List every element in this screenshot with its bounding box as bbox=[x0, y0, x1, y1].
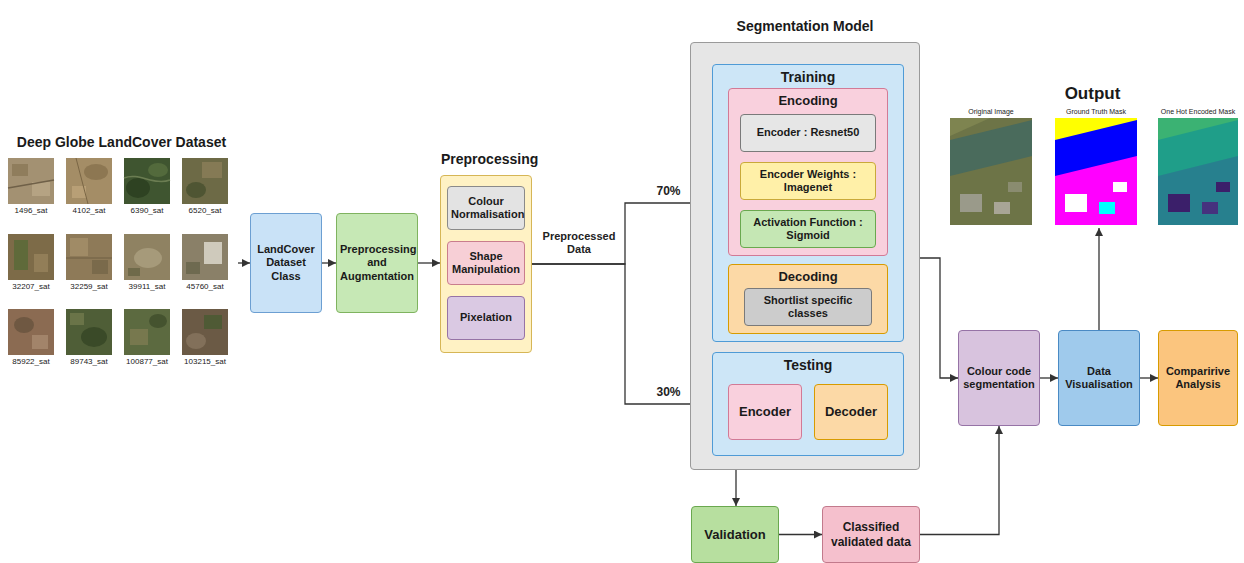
sub-panel: DecodingShortlist specific classes bbox=[728, 264, 888, 334]
connector bbox=[1140, 377, 1158, 378]
setting-box: Encoder Weights : Imagenet bbox=[740, 162, 876, 200]
connector bbox=[322, 262, 336, 263]
connector bbox=[532, 264, 712, 404]
box-text: Validation bbox=[692, 527, 778, 543]
connector bbox=[735, 470, 736, 506]
box-text: Colour Normalisation bbox=[448, 195, 524, 221]
box-text: Encoder : Resnet50 bbox=[741, 126, 875, 139]
flow-note: Preprocessed Data bbox=[538, 230, 620, 256]
connector bbox=[1040, 377, 1058, 378]
step-box: Colour Normalisation bbox=[447, 186, 525, 230]
thumbnail-caption: 39911_sat bbox=[129, 282, 166, 292]
dataset-group: Deep Globe LandCover Dataset bbox=[5, 132, 238, 372]
edge-label: 30% bbox=[654, 385, 682, 399]
panel-title: Segmentation Model bbox=[691, 18, 919, 35]
connector bbox=[920, 258, 958, 378]
process-box: Encoder bbox=[728, 384, 802, 440]
image-caption: Ground Truth Mask bbox=[1066, 108, 1126, 116]
connector bbox=[920, 426, 999, 535]
process-box: Validation bbox=[691, 506, 779, 563]
box-text: Preprocessing and Augmentation bbox=[337, 243, 417, 283]
setting-box: Activation Function : Sigmoid bbox=[740, 210, 876, 248]
connector bbox=[238, 262, 250, 263]
box-text: Data Visualisation bbox=[1059, 365, 1139, 391]
box-text: Shape Manipulation bbox=[448, 250, 524, 276]
process-box: Decoder bbox=[814, 384, 888, 440]
thumbnail-caption: 4102_sat bbox=[73, 206, 106, 216]
setting-box: Shortlist specific classes bbox=[744, 288, 872, 326]
box-text: Activation Function : Sigmoid bbox=[741, 216, 875, 242]
phase-panel: TestingEncoder Decoder bbox=[712, 352, 904, 456]
box-text: Classified validated data bbox=[823, 520, 919, 549]
thumbnail-caption: 1496_sat bbox=[15, 206, 48, 216]
thumbnail-caption: 32207_sat bbox=[12, 282, 49, 292]
process-box: Classified validated data bbox=[822, 506, 920, 563]
box-text: Colour code segmentation bbox=[959, 365, 1039, 391]
panel-title: Training bbox=[713, 65, 903, 86]
box-text: Encoder bbox=[729, 404, 801, 420]
box-text: LandCover Dataset Class bbox=[251, 243, 321, 283]
model-panel: Segmentation ModelTrainingEncodingEncode… bbox=[690, 42, 920, 470]
step-box: Pixelation bbox=[447, 296, 525, 340]
group-title: Output bbox=[945, 82, 1240, 104]
box-text: Encoder Weights : Imagenet bbox=[741, 168, 875, 194]
thumbnail-caption: 85922_sat bbox=[12, 357, 49, 367]
connector bbox=[779, 534, 822, 535]
thumbnail-caption: 89743_sat bbox=[70, 357, 107, 367]
box-text: Decoder bbox=[815, 404, 887, 420]
connector bbox=[532, 203, 712, 264]
box-text: Pixelation bbox=[448, 311, 524, 324]
phase-panel: TrainingEncodingEncoder : Resnet50Encode… bbox=[712, 64, 904, 342]
process-box: Colour code segmentation bbox=[958, 330, 1040, 426]
edge-label: 70% bbox=[654, 184, 682, 198]
connector bbox=[418, 262, 440, 263]
thumbnail-caption: 6520_sat bbox=[189, 206, 222, 216]
panel-title: Decoding bbox=[729, 265, 887, 285]
box-text: Shortlist specific classes bbox=[745, 294, 871, 320]
sub-panel: EncodingEncoder : Resnet50Encoder Weight… bbox=[728, 88, 888, 256]
process-box: Preprocessing and Augmentation bbox=[336, 213, 418, 313]
setting-box: Encoder : Resnet50 bbox=[740, 114, 876, 152]
thumbnail-caption: 6390_sat bbox=[131, 206, 164, 216]
panel-title: Testing bbox=[713, 353, 903, 374]
panel-title: Encoding bbox=[729, 89, 887, 109]
satellite-thumbnails bbox=[8, 158, 228, 355]
stage-panel: PreprocessingColour NormalisationShape M… bbox=[440, 175, 532, 353]
process-box: Comparirive Analysis bbox=[1158, 330, 1238, 426]
thumbnail-caption: 45760_sat bbox=[186, 282, 223, 292]
group-title: Deep Globe LandCover Dataset bbox=[5, 132, 238, 151]
step-box: Shape Manipulation bbox=[447, 241, 525, 285]
output-images bbox=[950, 118, 1238, 225]
box-text: Comparirive Analysis bbox=[1159, 365, 1237, 391]
process-box: Data Visualisation bbox=[1058, 330, 1140, 426]
process-box: LandCover Dataset Class bbox=[250, 213, 322, 313]
image-caption: One Hot Encoded Mask bbox=[1161, 108, 1235, 116]
thumbnail-caption: 32259_sat bbox=[70, 282, 107, 292]
connector bbox=[1098, 228, 1099, 330]
thumbnail-caption: 103215_sat bbox=[184, 357, 226, 367]
output-group: Output bbox=[945, 82, 1240, 228]
thumbnail-caption: 100877_sat bbox=[126, 357, 168, 367]
image-caption: Original Image bbox=[968, 108, 1014, 116]
panel-title: Preprocessing bbox=[441, 151, 531, 168]
